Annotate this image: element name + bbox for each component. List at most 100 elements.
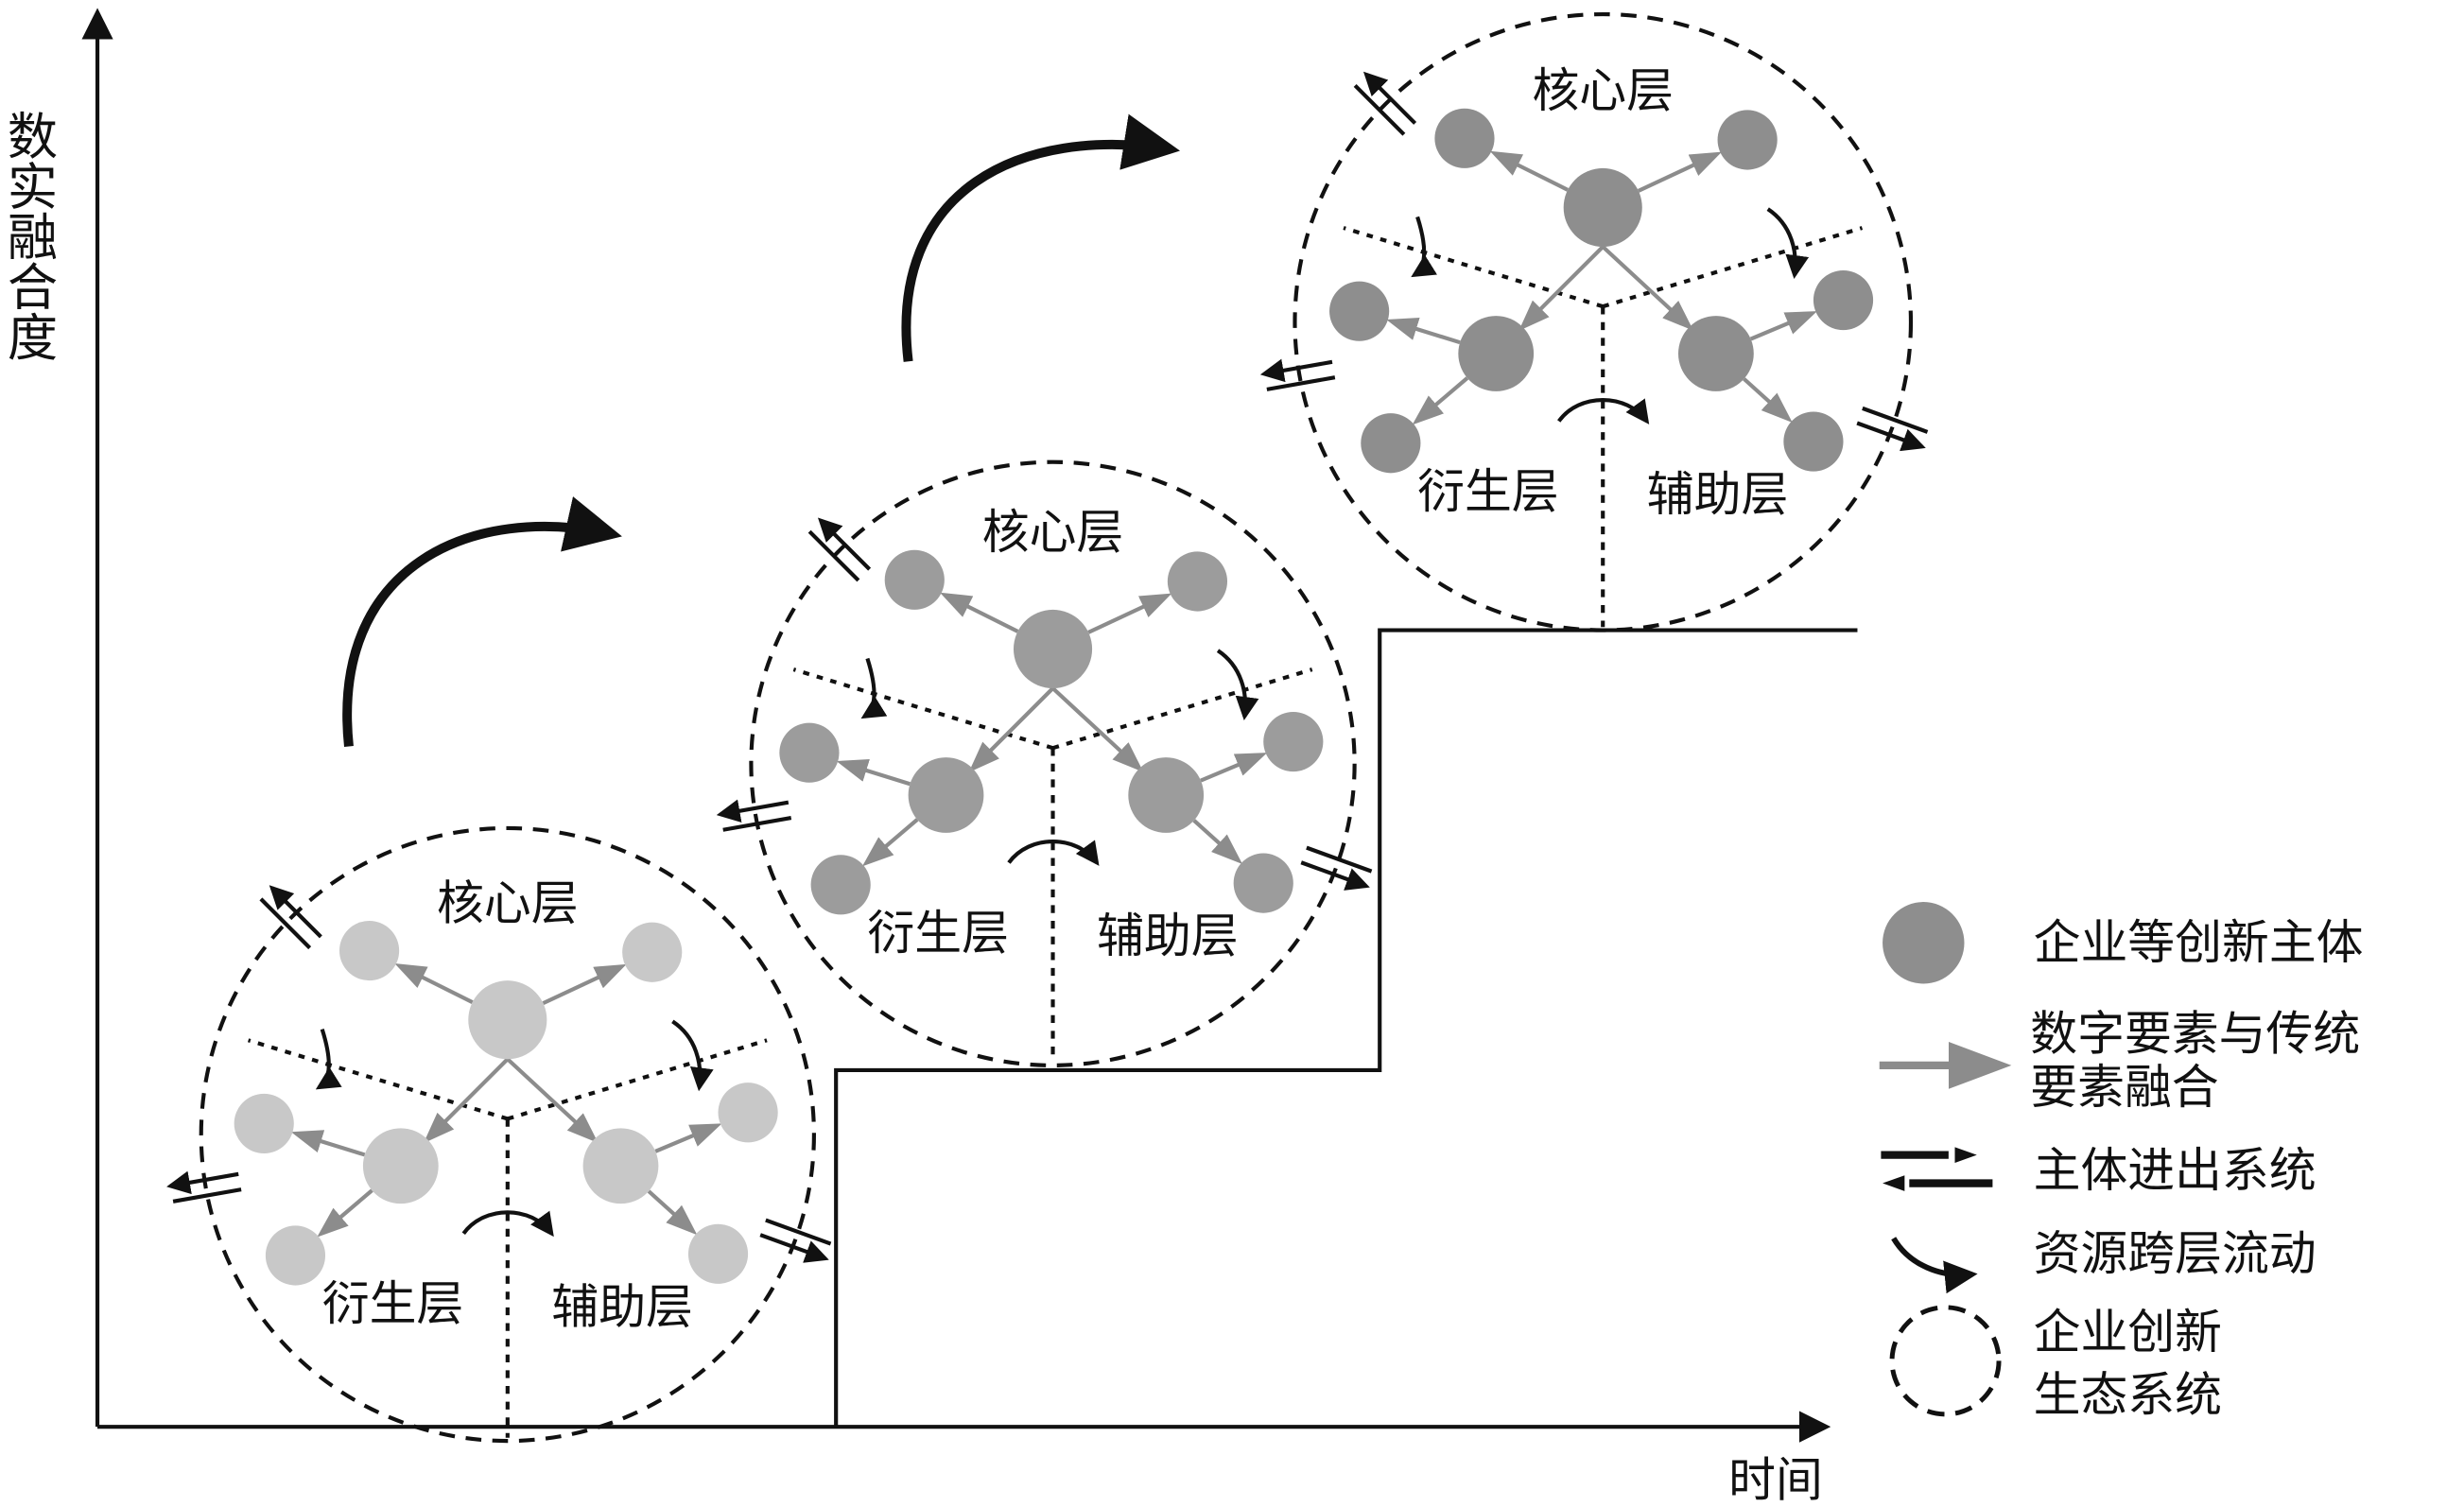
fusion-arrow	[394, 962, 474, 1004]
resource-flow-arrow	[315, 1029, 342, 1090]
ecosystem-boundary	[199, 825, 816, 1444]
growth-arrow-2	[901, 113, 1181, 362]
ecosystem-boundary	[1293, 11, 1914, 632]
entry-exit-symbol	[716, 799, 792, 832]
layer-label-auxiliary: 辅助层	[1647, 467, 1789, 522]
innovation-entity	[1233, 853, 1293, 913]
entry-exit-symbol	[1300, 845, 1373, 891]
innovation-entity	[687, 1223, 749, 1284]
innovation-entity	[1128, 757, 1205, 833]
layer-label-core: 核心层	[982, 505, 1124, 560]
innovation-entity	[265, 1225, 326, 1286]
layer-label-core: 核心层	[1532, 63, 1674, 118]
fusion-arrow	[1743, 377, 1793, 424]
resource-flow-arrow	[461, 1210, 554, 1238]
entry-exit-symbol	[759, 1218, 832, 1263]
innovation-entity	[884, 549, 945, 610]
innovation-entity	[1813, 269, 1874, 331]
fusion-arrow	[836, 758, 911, 787]
resource-flow-arrow	[1007, 839, 1100, 866]
fusion-arrow	[1386, 317, 1461, 345]
legend: 企业等创新主体 数字要素与传统 要素融合 主体进出系统 资源跨层流动 企业创新 …	[1879, 902, 2364, 1423]
innovation-entity	[1329, 281, 1390, 341]
innovation-entity	[1678, 316, 1754, 391]
fusion-arrow	[1051, 686, 1144, 772]
innovation-entity	[338, 921, 400, 981]
entry-exit-symbol	[259, 885, 322, 950]
fusion-arrow	[1489, 150, 1569, 192]
legend-entity-icon	[1883, 902, 1965, 984]
layer-divider	[507, 1038, 768, 1121]
fusion-arrow	[1637, 151, 1723, 193]
fusion-arrow	[290, 1130, 366, 1157]
fusion-arrow	[1749, 311, 1817, 341]
innovation-entity	[234, 1093, 294, 1153]
stage-step-line	[834, 628, 1858, 1428]
fusion-arrow	[1087, 593, 1172, 634]
legend-entity-label: 企业等创新主体	[2034, 915, 2364, 970]
fusion-arrow	[654, 1123, 722, 1153]
innovation-entity	[468, 980, 547, 1060]
layer-divider	[1343, 226, 1604, 309]
resource-flow-arrow	[1216, 649, 1259, 721]
innovation-entity	[1167, 551, 1228, 612]
innovation-entity	[582, 1128, 659, 1204]
innovation-entity	[779, 722, 840, 783]
fusion-arrow	[861, 818, 919, 867]
entry-exit-symbol	[1353, 71, 1417, 136]
innovation-entity	[1434, 108, 1495, 168]
fusion-arrow	[506, 1057, 599, 1144]
fusion-arrow	[1192, 819, 1243, 865]
resource-flow-arrow	[860, 657, 888, 719]
legend-ecosystem-label-2: 生态系统	[2034, 1368, 2222, 1423]
layer-divider	[1051, 667, 1313, 751]
layer-label-derived: 衍生层	[322, 1276, 464, 1331]
fusion-arrow	[317, 1188, 373, 1238]
innovation-entity	[1263, 711, 1324, 772]
innovation-entity	[1013, 609, 1093, 689]
innovation-entity	[1717, 110, 1778, 170]
legend-entry-exit-label: 主体进出系统	[2034, 1143, 2317, 1198]
fusion-arrow	[1200, 753, 1268, 783]
innovation-entity	[1458, 316, 1535, 391]
growth-arrow-1	[342, 496, 622, 748]
ecosystem-boundary	[749, 459, 1357, 1067]
layer-divider	[1602, 226, 1864, 309]
fusion-arrow	[940, 592, 1019, 633]
innovation-entity	[362, 1128, 439, 1204]
resource-flow-arrow	[1411, 216, 1438, 278]
y-axis-label: 数实融合度	[0, 110, 58, 361]
legend-resource-flow-label: 资源跨层流动	[2034, 1226, 2317, 1281]
entry-exit-symbol	[807, 517, 872, 582]
layer-label-core: 核心层	[437, 875, 579, 930]
fusion-arrow	[542, 963, 627, 1005]
legend-entry-exit-icon	[1881, 1147, 1993, 1191]
layer-label-derived: 衍生层	[1417, 464, 1559, 519]
fusion-arrow	[968, 686, 1055, 773]
innovation-entity	[908, 757, 984, 833]
innovation-entity	[622, 922, 683, 982]
entry-exit-symbol	[166, 1170, 242, 1204]
legend-ecosystem-label-1: 企业创新	[2034, 1305, 2222, 1360]
fusion-arrow	[1412, 376, 1469, 425]
legend-resource-flow-icon	[1891, 1237, 1978, 1294]
layer-label-auxiliary: 辅助层	[551, 1279, 693, 1334]
resource-flow-arrow	[1766, 207, 1810, 280]
innovation-entity	[1361, 413, 1421, 474]
fusion-arrow	[1601, 245, 1694, 331]
innovation-entity	[810, 855, 871, 915]
innovation-entity	[1563, 167, 1642, 248]
layer-divider	[247, 1038, 509, 1121]
x-axis-label: 时间	[1728, 1452, 1823, 1507]
innovation-entity	[718, 1083, 778, 1143]
legend-fusion-label-1: 数字要素与传统	[2030, 1006, 2360, 1061]
resource-flow-arrow	[671, 1019, 714, 1092]
entry-exit-symbol	[1259, 358, 1336, 391]
fusion-arrow	[647, 1189, 698, 1236]
fusion-arrow	[423, 1057, 510, 1144]
ecosystem-stage-2: 核心层衍生层辅助层	[716, 459, 1373, 1067]
layer-label-derived: 衍生层	[867, 906, 1009, 961]
